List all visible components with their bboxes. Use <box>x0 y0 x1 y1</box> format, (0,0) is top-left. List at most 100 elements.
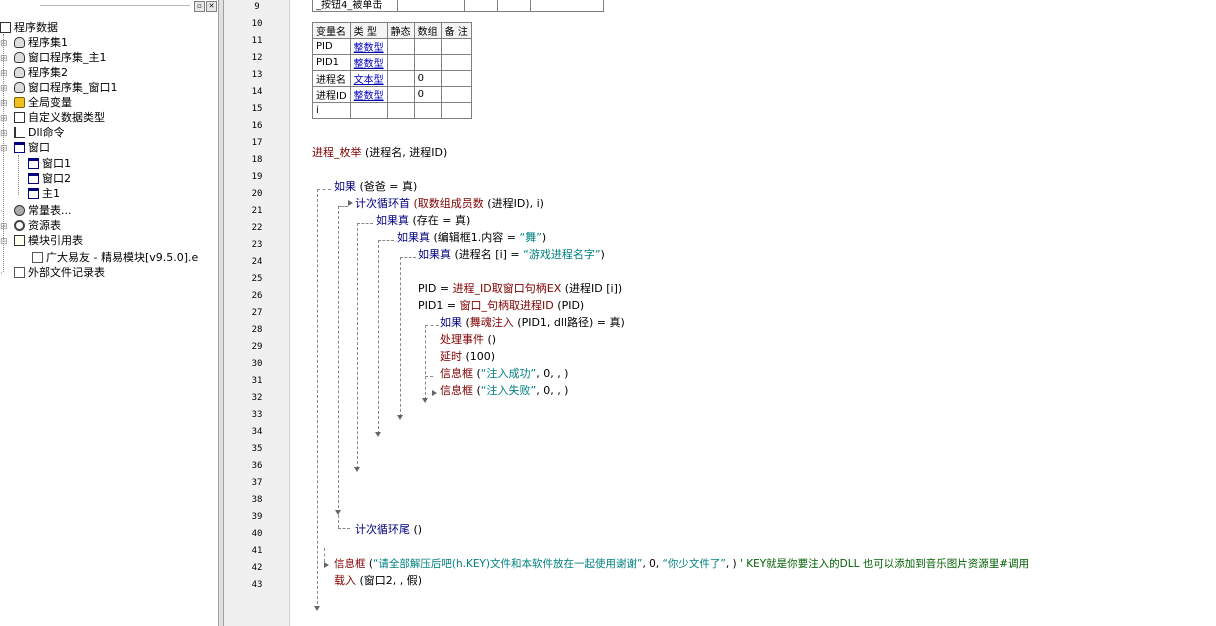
code-line-26[interactable]: 如果 (舞魂注入 (PID1, dll路径) = 真) <box>440 316 625 330</box>
tree-item-custom-types[interactable]: ⊞自定义数据类型 <box>0 111 105 125</box>
code-line-25[interactable]: PID1 = 窗口_句柄取进程ID (PID) <box>418 299 584 313</box>
flow-line-if-2 <box>425 325 426 400</box>
var-note-cell[interactable] <box>440 54 472 71</box>
code-line-22[interactable]: 如果真 (进程名 [i] = “游戏进程名字”) <box>418 248 605 262</box>
assembly-icon <box>14 52 25 63</box>
code-line-38[interactable]: 计次循环尾 () <box>355 523 422 537</box>
tree-root[interactable]: 程序数据 <box>0 21 58 35</box>
line-number: 19 <box>251 172 263 182</box>
var-array-cell[interactable] <box>413 102 442 119</box>
var-name-cell[interactable]: 进程名 <box>312 70 351 87</box>
line-number: 33 <box>251 410 263 420</box>
code-token: ( <box>465 316 470 329</box>
expand-toggle-icon[interactable]: ⊞ <box>0 114 8 124</box>
table-row[interactable]: 进程ID 整数型 0 <box>312 86 472 103</box>
expand-toggle-icon[interactable]: ⊞ <box>0 39 8 49</box>
window-icon <box>28 158 39 169</box>
expand-toggle-icon[interactable]: ⊞ <box>0 69 8 79</box>
expand-toggle-icon[interactable]: ⊞ <box>0 222 8 232</box>
var-name-cell[interactable]: i <box>312 102 351 119</box>
code-line-28[interactable]: 延时 (100) <box>440 350 495 364</box>
flow-line <box>378 240 394 241</box>
tree-item-assembly2[interactable]: ⊞程序集2 <box>0 66 68 80</box>
line-number: 9 <box>254 2 260 12</box>
code-line-20[interactable]: 如果真 (存在 = 真) <box>376 214 470 228</box>
tree-item-window-assembly-main[interactable]: ⊞窗口程序集_主1 <box>0 51 107 65</box>
expand-toggle-icon[interactable]: ⊞ <box>0 129 8 139</box>
var-name-cell[interactable]: PID1 <box>312 54 351 71</box>
code-editor[interactable]: _按钮4_被单击 变量名 类 型 静态 数组 备 注 PID 整数型 PID1 … <box>290 0 1216 626</box>
tree-item-external-files[interactable]: ·外部文件记录表 <box>0 266 105 280</box>
var-array-cell[interactable]: 0 <box>413 70 442 87</box>
restore-button[interactable]: ▫ <box>194 1 205 12</box>
code-line-27[interactable]: 处理事件 () <box>440 333 496 347</box>
var-note-cell[interactable] <box>440 102 472 119</box>
var-note-cell[interactable] <box>440 86 472 103</box>
code-token: ) <box>600 248 605 261</box>
tree-item-module-file[interactable]: 广大易友 - 精易模块[v9.5.0].e <box>32 251 198 265</box>
var-note-cell[interactable] <box>440 70 472 87</box>
tree-item-constants[interactable]: ·常量表... <box>0 204 72 218</box>
code-token: “你少文件了” <box>662 558 726 570</box>
code-line-40[interactable]: 信息框 (“请全部解压后吧(h.KEY)文件和本软件放在一起使用谢谢”, 0, … <box>334 557 1029 571</box>
expand-toggle-icon[interactable]: ⊞ <box>0 54 8 64</box>
table-row[interactable]: PID 整数型 <box>312 38 472 55</box>
code-line-41[interactable]: 载入 (窗口2, , 假) <box>334 574 422 588</box>
tree-item-module-refs[interactable]: ⊟模块引用表 <box>0 234 83 248</box>
subroutine-name[interactable]: _按钮4_被单击 <box>312 0 398 12</box>
var-type-cell[interactable]: 整数型 <box>349 38 388 55</box>
var-static-cell[interactable] <box>386 102 415 119</box>
collapse-toggle-icon[interactable]: ⊟ <box>0 144 8 154</box>
tree-item-global-vars[interactable]: ⊞全局变量 <box>0 96 72 110</box>
tree-item-window2[interactable]: 窗口2 <box>28 172 71 186</box>
table-row[interactable]: 进程名 文本型 0 <box>312 70 472 87</box>
tree-titlebar: ▫ ✕ <box>0 0 218 12</box>
collapse-toggle-icon[interactable]: ⊟ <box>0 237 8 247</box>
var-name-cell[interactable]: 进程ID <box>312 86 351 103</box>
code-line-29[interactable]: 信息框 (“注入成功”, 0, , ) <box>440 367 568 381</box>
right-arrow-icon <box>432 390 437 396</box>
var-type-cell[interactable]: 整数型 <box>349 86 388 103</box>
tree-item-label: 广大易友 - 精易模块[v9.5.0].e <box>46 251 199 264</box>
down-arrow-icon <box>314 606 320 611</box>
code-line-30[interactable]: 信息框 (“注入失败”, 0, , ) <box>440 384 568 398</box>
tree-item-window1[interactable]: 窗口1 <box>28 157 71 171</box>
var-array-cell[interactable] <box>413 54 442 71</box>
table-cell <box>497 0 531 12</box>
close-button[interactable]: ✕ <box>206 1 217 12</box>
window-icon <box>28 188 39 199</box>
code-line-19[interactable]: 计次循环首 (取数组成员数 (进程ID), i) <box>355 197 544 211</box>
var-static-cell[interactable] <box>386 86 415 103</box>
expand-toggle-icon[interactable]: ⊞ <box>0 84 8 94</box>
code-line-16[interactable]: 进程_枚举 (进程名, 进程ID) <box>312 146 447 160</box>
var-static-cell[interactable] <box>386 38 415 55</box>
tree-item-dll-commands[interactable]: ⊞Dll命令 <box>0 126 65 140</box>
var-name-cell[interactable]: PID <box>312 38 351 55</box>
var-static-cell[interactable] <box>386 70 415 87</box>
tree-item-label: 窗口程序集_窗口1 <box>28 81 118 94</box>
table-row[interactable]: PID1 整数型 <box>312 54 472 71</box>
code-line-21[interactable]: 如果真 (编辑框1.内容 = “舞”) <box>397 231 546 245</box>
tree-item-label: 窗口 <box>28 141 50 154</box>
flow-line <box>338 528 350 529</box>
down-arrow-icon <box>397 415 403 420</box>
var-type-cell[interactable]: 整数型 <box>349 54 388 71</box>
var-note-cell[interactable] <box>440 38 472 55</box>
var-array-cell[interactable] <box>413 38 442 55</box>
tree-item-main1[interactable]: 主1 <box>28 187 60 201</box>
tree-item-windows[interactable]: ⊟ 窗口 <box>0 141 50 155</box>
expand-toggle-icon[interactable]: ⊞ <box>0 99 8 109</box>
var-type-cell[interactable] <box>349 102 388 119</box>
code-line-18[interactable]: 如果 (爸爸 = 真) <box>334 180 417 194</box>
tree-item-resources[interactable]: ⊞资源表 <box>0 219 61 233</box>
line-number: 28 <box>251 325 263 335</box>
var-array-cell[interactable]: 0 <box>413 86 442 103</box>
table-row[interactable]: i <box>312 102 472 119</box>
tree-item-assembly1[interactable]: ⊞程序集1 <box>0 36 68 50</box>
line-number: 41 <box>251 546 263 556</box>
panel-splitter[interactable] <box>218 0 224 626</box>
tree-item-window-assembly-window1[interactable]: ⊞ 窗口程序集_窗口1 <box>0 81 118 95</box>
var-type-cell[interactable]: 文本型 <box>349 70 388 87</box>
var-static-cell[interactable] <box>386 54 415 71</box>
code-line-24[interactable]: PID = 进程_ID取窗口句柄EX (进程ID [i]) <box>418 282 622 296</box>
